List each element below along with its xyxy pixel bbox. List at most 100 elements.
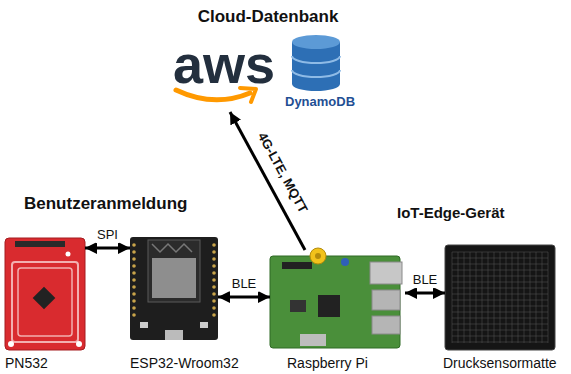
- raspberry-pi-board-part: [300, 334, 326, 346]
- pressure-sensor: Drucksensormatte: [445, 245, 555, 350]
- raspberry-pi-board-part: [290, 300, 306, 312]
- pressure-mat-part-part: [500, 252, 501, 343]
- microcontroller: ESP32-Wroom32: [130, 237, 218, 340]
- esp32-board-part-part: [212, 313, 216, 317]
- pressure-mat-part-part: [452, 330, 548, 331]
- cloud-heading: Cloud-Datenbank: [198, 7, 339, 27]
- pressure-mat-part-part: [548, 252, 549, 343]
- pressure-mat-part-part: [458, 252, 459, 343]
- pressure-mat-part-part: [512, 252, 513, 343]
- esp32-board-part-part: [212, 278, 216, 282]
- pn532-board-part: [12, 262, 78, 342]
- dynamodb-icon-part: [292, 35, 340, 49]
- esp32-board-part-part: [212, 257, 216, 261]
- dynamodb-label: DynamoDB: [285, 95, 355, 110]
- esp32-board-part: [152, 258, 196, 298]
- pressure-mat-part-part: [494, 252, 495, 343]
- group-heading: Benutzeranmeldung: [22, 194, 189, 214]
- esp32-board-part-part: [132, 292, 136, 296]
- pn532-board: [5, 238, 85, 350]
- pn532-board-part: [18, 268, 72, 336]
- raspberry-pi-board: [270, 248, 402, 348]
- pressure-mat: [445, 245, 555, 350]
- device-caption: PN532: [5, 355, 48, 371]
- pressure-mat-part-part: [452, 342, 548, 343]
- esp32-board-part: [130, 237, 218, 340]
- dynamodb-icon-part: [292, 70, 340, 77]
- raspberry-pi-board-part: [282, 262, 312, 269]
- esp32-board: [130, 237, 218, 340]
- connector-arrow: [218, 296, 270, 299]
- esp32-board-part-part: [132, 243, 136, 247]
- pressure-mat-part-part: [452, 318, 548, 319]
- raspberry-pi-board-part: [318, 295, 340, 317]
- raspberry-pi-board-part: [315, 253, 321, 259]
- pressure-mat-part-part: [470, 252, 471, 343]
- esp32-board-part-part: [132, 264, 136, 268]
- pressure-mat-part-part: [452, 336, 548, 337]
- connector-arrow: [405, 292, 445, 295]
- device-caption: Drucksensormatte: [443, 355, 557, 371]
- pressure-mat-part-part: [452, 324, 548, 325]
- raspberry-pi-board-part: [341, 258, 349, 266]
- esp32-board-part-part: [212, 264, 216, 268]
- esp32-board-part-part: [132, 257, 136, 261]
- pn532-board-part: [33, 287, 56, 310]
- esp32-board-part-part: [132, 250, 136, 254]
- nfc-reader: PN532: [5, 238, 85, 350]
- esp32-board-part-part: [212, 299, 216, 303]
- raspberry-pi-board-part: [310, 248, 326, 264]
- pressure-mat-part-part: [542, 252, 543, 343]
- esp32-board-part: [165, 330, 183, 340]
- esp32-board-part-part: [132, 285, 136, 289]
- group-heading: IoT-Edge-Gerät: [395, 204, 507, 221]
- pressure-mat-part-part: [524, 252, 525, 343]
- pn532-board-part: [8, 341, 14, 347]
- dynamodb-icon-part: [292, 42, 340, 91]
- connector-label: SPI: [95, 228, 120, 243]
- pressure-mat-part-part: [530, 252, 531, 343]
- device-caption: ESP32-Wroom32: [130, 355, 239, 371]
- pressure-mat-part-part: [536, 252, 537, 343]
- connector-arrow: [85, 247, 130, 250]
- raspberry-pi-board-part: [372, 316, 400, 334]
- pressure-mat-part-part: [452, 312, 548, 313]
- edge-device: Raspberry Pi: [270, 250, 405, 348]
- pressure-mat-part: [452, 252, 548, 343]
- esp32-board-part: [200, 322, 208, 328]
- esp32-board-part-part: [132, 313, 136, 317]
- dynamodb-icon: [292, 35, 340, 91]
- esp32-board-part-part: [212, 243, 216, 247]
- esp32-board-part-part: [132, 306, 136, 310]
- esp32-board-part-part: [132, 299, 136, 303]
- pressure-mat-part-part: [452, 294, 548, 295]
- pressure-mat-part-part: [464, 252, 465, 343]
- pressure-mat-part-part: [518, 252, 519, 343]
- pn532-board-part: [15, 241, 65, 247]
- pressure-mat-part-part: [476, 252, 477, 343]
- esp32-board-part: [152, 244, 192, 252]
- cloud-database: Cloud-DatenbankawsDynamoDB: [165, 35, 370, 112]
- aws-smile-part: [176, 90, 250, 100]
- esp32-board-part-part: [132, 271, 136, 275]
- pressure-mat-part-part: [452, 306, 548, 307]
- esp32-board-part: [140, 322, 148, 328]
- esp32-board-part: [132, 243, 216, 317]
- esp32-board-part-part: [132, 278, 136, 282]
- connector-label: BLE: [411, 273, 440, 288]
- pn532-board-part: [66, 252, 71, 257]
- pressure-mat-part-part: [452, 264, 548, 265]
- connector-label: 4G-LTE, MQTT: [253, 129, 311, 218]
- pn532-board-part: [5, 238, 85, 350]
- pressure-mat-part-part: [452, 276, 548, 277]
- aws-logo-text: aws: [173, 37, 275, 91]
- pn532-board-part: [76, 341, 82, 347]
- device-caption: Raspberry Pi: [287, 355, 368, 371]
- esp32-board-part-part: [212, 250, 216, 254]
- connector-label: BLE: [230, 277, 259, 292]
- esp32-board-part-part: [212, 285, 216, 289]
- pressure-mat-part-part: [452, 270, 548, 271]
- pressure-mat-part-part: [482, 252, 483, 343]
- pressure-mat-part-part: [452, 300, 548, 301]
